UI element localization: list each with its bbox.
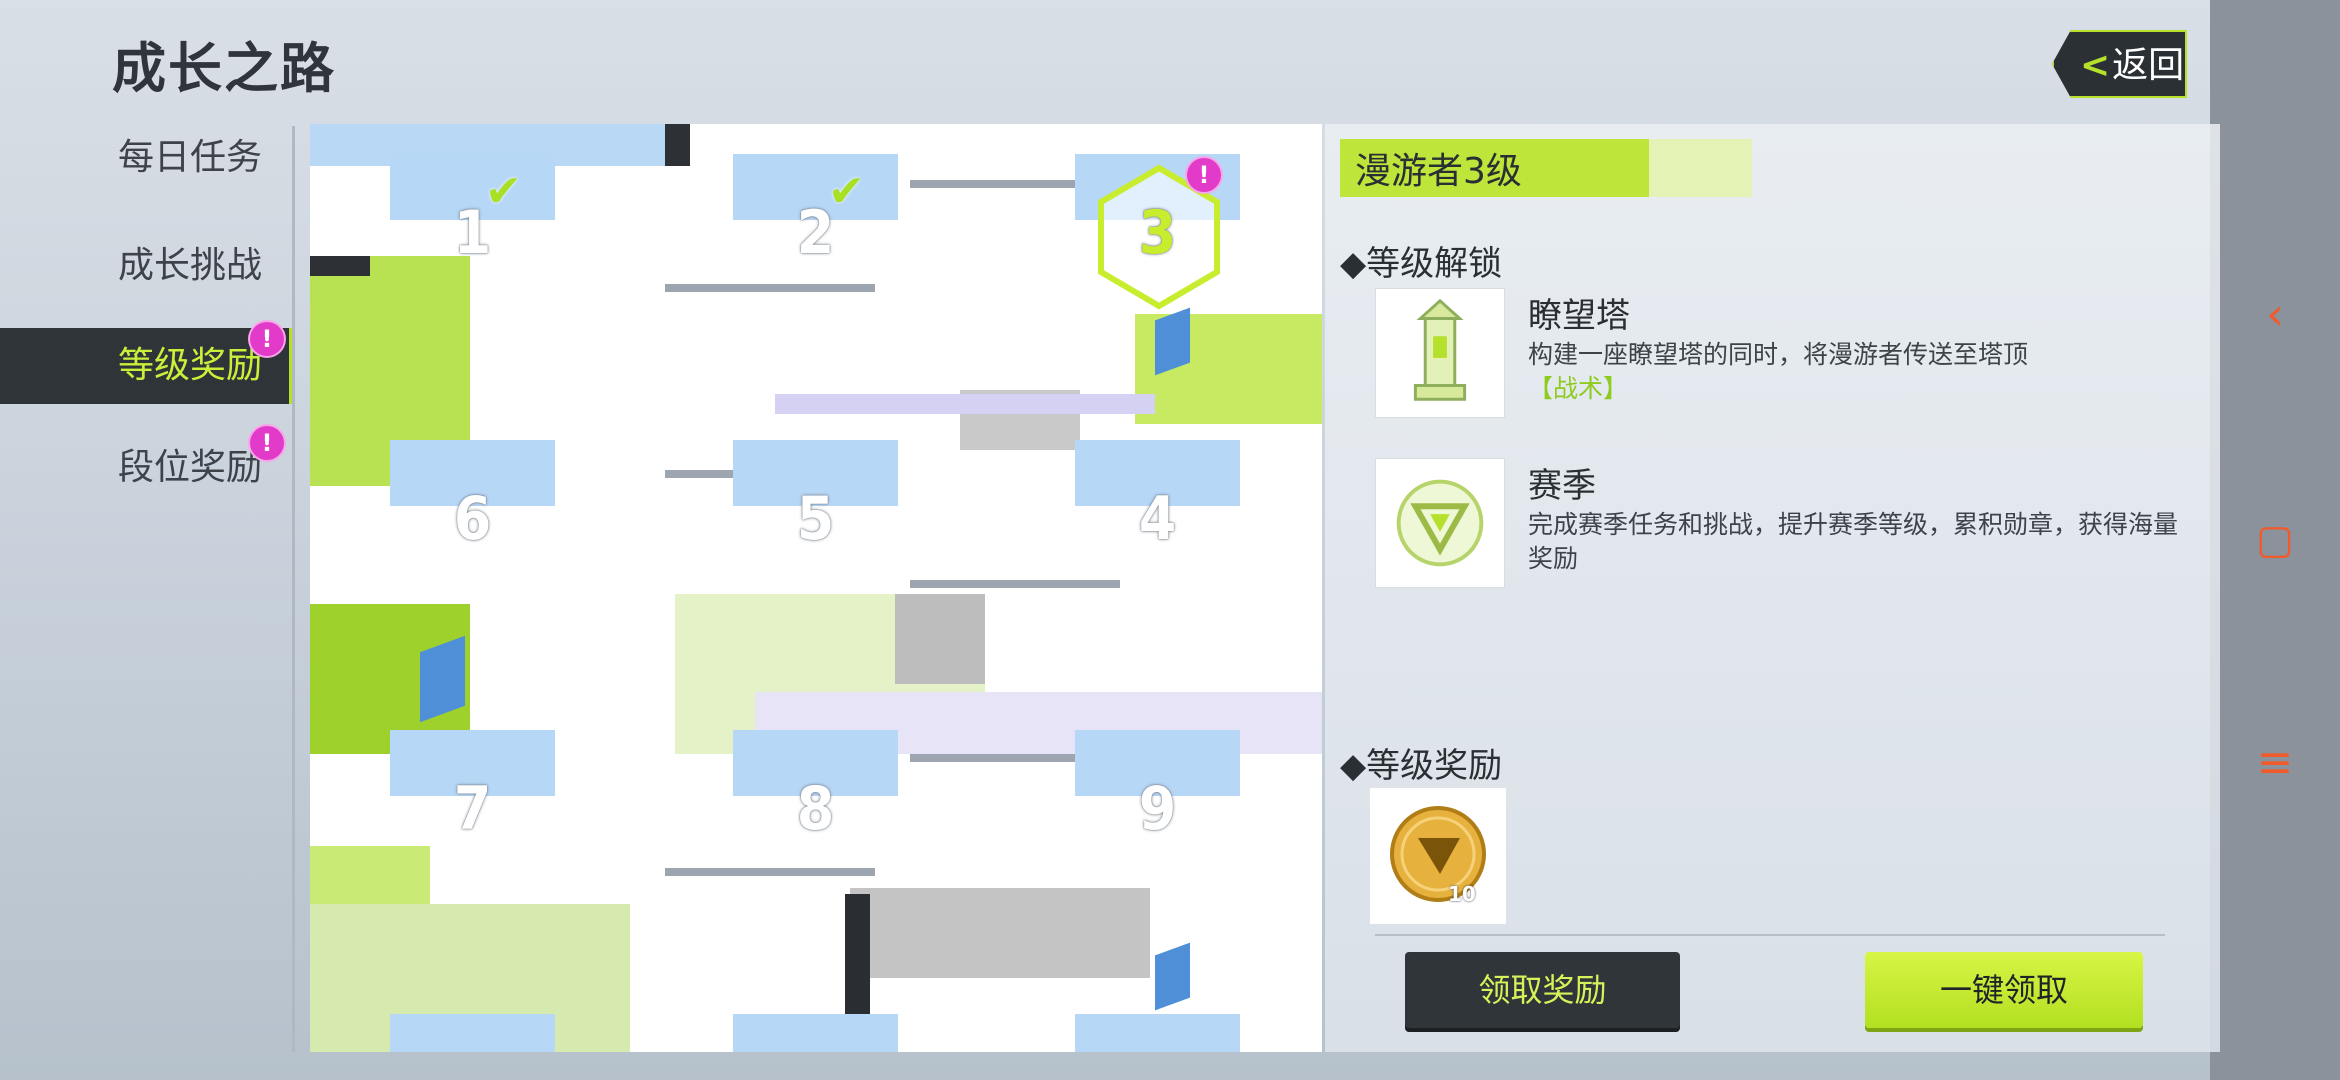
season-emblem-icon: [1375, 458, 1505, 588]
unlock-description: 构建一座瞭望塔的同时，将漫游者传送至塔顶 【战术】: [1528, 340, 2029, 403]
decor-block: [310, 256, 370, 276]
decor-block: [665, 124, 690, 166]
path-line: [910, 180, 1120, 188]
decor-block: [775, 394, 1155, 414]
path-line: [910, 580, 1120, 588]
notification-badge: !: [250, 322, 284, 356]
level-number: 5: [796, 484, 835, 554]
sidebar-divider: [292, 126, 295, 1052]
unlock-heading: ◆等级解锁: [1340, 244, 1503, 284]
level-number: 2: [796, 198, 835, 268]
level-node-8[interactable]: 8: [733, 730, 898, 895]
path-line: [665, 868, 875, 876]
sidebar-item-label: 成长挑战: [118, 245, 263, 286]
claim-reward-button[interactable]: 领取奖励: [1405, 952, 1680, 1028]
level-title: 漫游者3级: [1355, 151, 1522, 192]
sidebar-item-rank-rewards[interactable]: 段位奖励: [0, 430, 295, 506]
level-number: 9: [1138, 774, 1177, 844]
gold-coin-icon[interactable]: 10: [1370, 788, 1506, 924]
sidebar-item-label: 等级奖励: [118, 345, 263, 386]
level-title-bar: [1340, 139, 1752, 197]
level-node-9[interactable]: 9: [1075, 730, 1240, 895]
level-detail-panel: 漫游者3级 ◆等级解锁 瞭望塔 构建一座瞭望塔的同时，将漫游者传送至塔顶 【战术…: [1325, 124, 2220, 1052]
level-number: 7: [453, 774, 492, 844]
system-back-button[interactable]: ‹: [2266, 289, 2284, 340]
decor-block: [850, 888, 1150, 978]
checkmark-icon: ✔: [485, 166, 522, 217]
sidebar-item-daily-tasks[interactable]: 每日任务: [0, 120, 295, 196]
reward-heading: ◆等级奖励: [1340, 746, 1503, 786]
level-node-partial: [1075, 1014, 1240, 1052]
back-label: 返回: [2112, 45, 2185, 86]
system-home-button[interactable]: ▢: [2256, 517, 2294, 563]
unlock-name: 瞭望塔: [1528, 296, 1630, 336]
level-number: 6: [453, 484, 492, 554]
sidebar-item-label: 每日任务: [118, 137, 263, 178]
notification-badge: !: [250, 426, 284, 460]
level-node-4[interactable]: 4: [1075, 440, 1240, 605]
page-title: 成长之路: [112, 37, 336, 100]
sidebar-item-growth-challenge[interactable]: 成长挑战: [0, 228, 295, 304]
reward-count: 10: [1448, 882, 1476, 906]
level-node-7[interactable]: 7: [390, 730, 555, 895]
level-number: 1: [453, 198, 492, 268]
current-level-hexagon-icon: [1098, 164, 1220, 310]
level-number: 4: [1138, 484, 1177, 554]
level-node-1[interactable]: ✔ 1: [390, 154, 555, 319]
path-line: [910, 754, 1120, 762]
notification-badge: !: [1187, 158, 1221, 192]
level-node-3[interactable]: 3 !: [1075, 154, 1240, 319]
sidebar-item-label: 段位奖励: [118, 447, 263, 488]
unlock-tag: 【战术】: [1528, 374, 1629, 403]
level-node-2[interactable]: ✔ 2: [733, 154, 898, 319]
watchtower-icon: [1375, 288, 1505, 418]
decor-block: [1155, 942, 1190, 1011]
chevron-left-icon: <: [2080, 45, 2111, 86]
unlock-name: 赛季: [1528, 466, 1596, 506]
back-button[interactable]: <返回: [2052, 30, 2187, 98]
claim-all-button[interactable]: 一键领取: [1865, 952, 2143, 1028]
divider: [1375, 934, 2165, 936]
decor-block: [895, 594, 985, 684]
level-number: 8: [796, 774, 835, 844]
level-node-6[interactable]: 6: [390, 440, 555, 605]
level-node-partial: [733, 1014, 898, 1052]
path-line: [665, 284, 875, 292]
unlock-description: 完成赛季任务和挑战，提升赛季等级，累积勋章，获得海量奖励: [1528, 510, 2179, 573]
checkmark-icon: ✔: [828, 166, 865, 217]
level-node-partial: [390, 1014, 555, 1052]
system-menu-button[interactable]: ≡: [2256, 737, 2294, 788]
sidebar-item-level-rewards[interactable]: 等级奖励: [0, 328, 295, 404]
level-number: 3: [1138, 198, 1177, 268]
reward-path-board: ✔ 1 ✔ 2 3 ! 6 5 4 7 8 9: [310, 124, 1322, 1052]
system-nav-bar: [2210, 0, 2340, 1080]
level-node-5[interactable]: 5: [733, 440, 898, 605]
